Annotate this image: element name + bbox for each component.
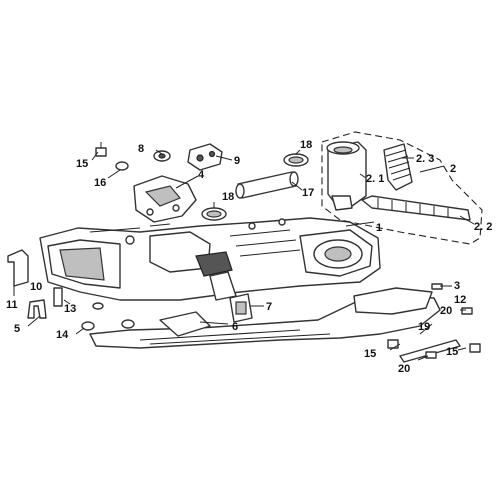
callout-5: 5 (14, 323, 20, 335)
callout-20-lower: 20 (398, 363, 410, 375)
callout-18-upper: 18 (300, 139, 312, 151)
pin-part (53, 287, 63, 307)
damper-block-part (229, 293, 253, 323)
air-filter-assembly (321, 131, 483, 245)
callout-1: 1 (376, 222, 382, 234)
callout-12: 12 (454, 294, 466, 306)
callout-15-top: 15 (76, 158, 88, 170)
callout-20-right: 20 (440, 305, 452, 317)
callout-2-1: 2. 1 (366, 173, 384, 185)
callout-19: 19 (418, 321, 430, 333)
engine-frame-part (39, 217, 381, 301)
intake-hose-part (235, 171, 299, 199)
bolt-part-lower-left (387, 339, 437, 359)
hose-clamp-lower (201, 207, 227, 221)
carburetor-part (133, 175, 197, 223)
sensor-part (153, 150, 171, 162)
valve-block-part (187, 143, 223, 171)
rod-part (399, 339, 461, 363)
callout-2-2: 2. 2 (474, 221, 492, 233)
bracket-plate-part (159, 311, 211, 337)
spring-clip-part (27, 299, 47, 319)
grommet-part (115, 161, 129, 171)
callout-11: 11 (6, 299, 18, 311)
callout-4: 4 (198, 169, 205, 181)
callout-8: 8 (138, 143, 144, 155)
callout-9: 9 (234, 155, 240, 167)
callout-labels: 1 2 2. 1 2. 2 2. 3 3 4 5 6 7 8 9 10 11 1… (6, 139, 492, 375)
callout-6: 6 (232, 321, 238, 333)
callout-2-3: 2. 3 (416, 153, 434, 165)
callout-3: 3 (454, 280, 460, 292)
bolt-part-lower-right (461, 307, 481, 353)
callout-13: 13 (64, 303, 76, 315)
callout-7: 7 (266, 301, 272, 313)
callout-17: 17 (302, 187, 314, 199)
callout-2: 2 (450, 163, 456, 175)
leader-lines (13, 149, 475, 361)
callout-10: 10 (30, 281, 42, 293)
stand-bracket-part (7, 249, 29, 287)
callout-15-lower-left: 15 (364, 348, 376, 360)
hose-clamp-upper (283, 153, 309, 167)
callout-18-lower: 18 (222, 191, 234, 203)
bolt-part-top (95, 142, 107, 157)
collar-part (81, 302, 135, 331)
callout-16: 16 (94, 177, 106, 189)
callout-15-lower-right: 15 (446, 346, 458, 358)
callout-14: 14 (56, 329, 69, 341)
